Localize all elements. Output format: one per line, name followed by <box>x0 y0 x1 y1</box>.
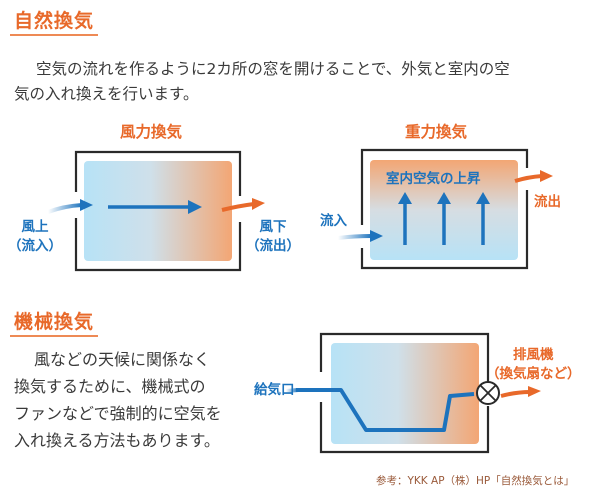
wind-inflow-label: 風上 （流入） <box>8 218 62 256</box>
natural-ventilation-heading: 自然換気 <box>14 10 95 32</box>
mechanical-heading-underline <box>10 335 98 337</box>
mechanical-room <box>319 332 490 454</box>
wind-inflow-label-line-1: 風上 <box>21 219 49 235</box>
exhaust-fan-label: 排風機 （換気扇など） <box>486 346 581 384</box>
natural-description: 空気の流れを作るように2カ所の窓を開けることで、外気と室内の空 気の入れ換えを行… <box>14 57 600 107</box>
wind-outflow-label-line-2: （流出） <box>246 238 300 254</box>
gravity-outflow-arrow <box>514 170 553 183</box>
mechanical-airflow-path <box>285 388 475 432</box>
exhaust-fan-label-line-2: （換気扇など） <box>486 366 581 382</box>
mechanical-outflow-arrow <box>500 386 541 398</box>
natural-description-line-1: 空気の流れを作るように2カ所の窓を開けることで、外気と室内の空 <box>36 60 510 78</box>
wind-inflow-label-line-2: （流入） <box>8 238 62 254</box>
wind-inflow-arrow <box>47 199 93 214</box>
wind-outflow-arrow <box>221 198 265 212</box>
intake-label: 給気口 <box>254 382 295 398</box>
gravity-inflow-label: 流入 <box>320 213 347 229</box>
mechanical-description-line-1: 風などの天候に関係なく <box>34 350 211 369</box>
gravity-inner-label: 室内空気の上昇 <box>386 171 481 187</box>
reference-note: 参考：YKK AP（株）HP「自然換気とは」 <box>376 475 575 487</box>
wind-room <box>74 150 242 272</box>
natural-description-line-2: 気の入れ換えを行います。 <box>14 85 199 103</box>
exhaust-fan-icon <box>476 381 500 405</box>
gravity-outflow-label: 流出 <box>534 194 561 210</box>
mechanical-description-line-3: ファンなどで強制的に空気を <box>14 404 222 423</box>
mechanical-description: 風などの天候に関係なく 換気するために、機械式の ファンなどで強制的に空気を 入… <box>14 346 222 454</box>
mechanical-description-line-2: 換気するために、機械式の <box>14 377 206 396</box>
wind-outflow-label: 風下 （流出） <box>246 218 300 256</box>
gravity-ventilation-title: 重力換気 <box>405 123 468 141</box>
wind-outflow-label-line-1: 風下 <box>259 219 287 235</box>
wind-ventilation-title: 風力換気 <box>120 123 183 141</box>
wind-internal-arrow <box>108 200 202 214</box>
gravity-inflow-arrow <box>337 230 383 242</box>
gravity-up-arrows <box>398 192 490 245</box>
exhaust-fan-label-line-1: 排風機 <box>513 347 554 363</box>
mechanical-description-line-4: 入れ換える方法もあります。 <box>14 431 220 450</box>
mechanical-ventilation-heading: 機械換気 <box>14 311 95 333</box>
natural-heading-underline <box>10 34 98 36</box>
